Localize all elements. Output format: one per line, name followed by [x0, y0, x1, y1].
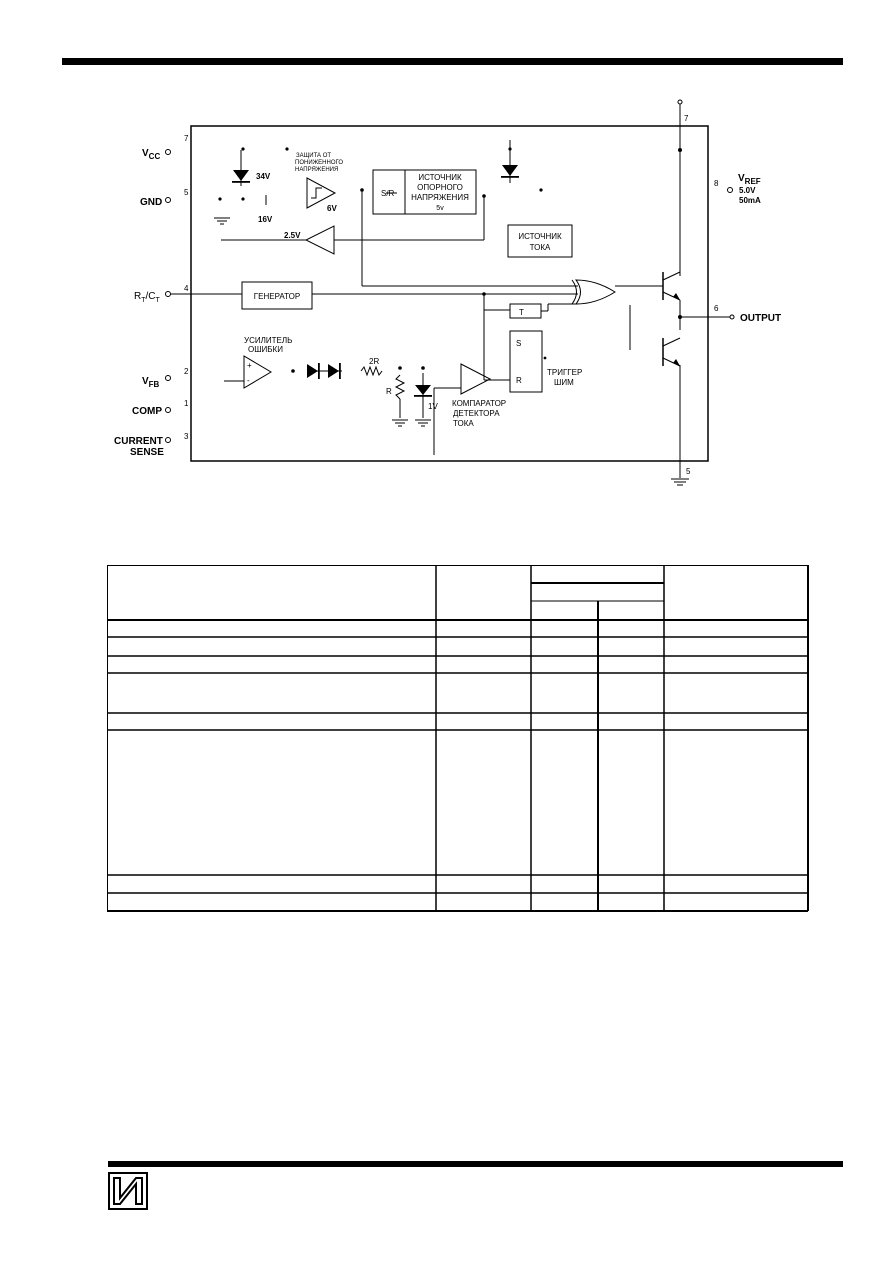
- zener-1v-label: 1V: [428, 402, 438, 411]
- top-rule: [62, 58, 843, 65]
- comp-line-1: КОМПАРАТОР: [452, 399, 506, 408]
- ref-sr-label: S/R: [381, 189, 395, 198]
- comp-line-2: ДЕТЕКТОРА: [453, 409, 500, 418]
- toggle-flipflop: [509, 303, 542, 319]
- ref-line-1: ИСТОЧНИК: [418, 173, 462, 182]
- toggle-label: T: [519, 308, 524, 317]
- error-amplifier: [243, 355, 272, 389]
- ea-minus: -: [247, 376, 250, 385]
- latch-r: R: [516, 376, 522, 385]
- zener-16v-label: 16V: [258, 215, 273, 224]
- uvlo-line-1: ЗАЩИТА ОТ: [296, 153, 331, 159]
- rtct-label: RT/CT: [134, 291, 161, 304]
- vcc-label: VCC: [142, 148, 160, 161]
- current-comparator: [460, 363, 492, 395]
- uvlo-comparator: [306, 177, 337, 209]
- zener-34v-label: 34V: [256, 172, 271, 181]
- vcc-top-terminal: [677, 99, 683, 105]
- sense-label: SENSE: [130, 447, 164, 458]
- buffer-2v5: [304, 225, 335, 255]
- latch-line-2: ШИМ: [554, 378, 574, 387]
- ea-plus: +: [247, 361, 252, 370]
- pin7-top-number: 7: [684, 114, 689, 123]
- spec-table: [107, 565, 809, 912]
- ref-line-4: 5v: [436, 205, 444, 212]
- latch-line-1: ТРИГГЕР: [547, 368, 582, 377]
- comp-line-3: ТОКА: [453, 419, 474, 428]
- resistor-2r-label: 2R: [369, 357, 379, 366]
- bottom-rule: [108, 1161, 843, 1167]
- uvlo-line-3: НАПРЯЖЕНИЯ: [295, 167, 338, 173]
- reference-block: [372, 169, 477, 215]
- ea-line-1: УСИЛИТЕЛЬ: [244, 336, 292, 345]
- pin6-number: 6: [714, 304, 719, 313]
- current-label: CURRENT: [114, 436, 163, 447]
- current-source-block: [507, 224, 573, 258]
- vref-label: VREF: [738, 173, 761, 186]
- ref-line-2: ОПОРНОГО: [417, 183, 463, 192]
- cur-src-line-2: ТОКА: [530, 243, 551, 252]
- oscillator-label: ГЕНЕРАТОР: [254, 292, 300, 301]
- comp-label: COMP: [132, 406, 162, 417]
- pin1-number: 1: [184, 399, 189, 408]
- uvlo-line-2: ПОНИЖЕННОГО: [295, 160, 343, 166]
- company-logo: [108, 1172, 148, 1210]
- pin5-bottom-number: 5: [686, 467, 691, 476]
- v25-label: 2.5V: [284, 231, 301, 240]
- output-label: OUTPUT: [740, 313, 781, 324]
- vref-current: 50mA: [739, 196, 761, 205]
- gnd-label: GND: [140, 197, 162, 208]
- pin7-number: 7: [184, 134, 189, 143]
- pin3-number: 3: [184, 432, 189, 441]
- vfb-label: VFB: [142, 376, 160, 389]
- latch-s: S: [516, 339, 521, 348]
- or-gate: [575, 279, 616, 305]
- pin2-number: 2: [184, 367, 189, 376]
- pin4-number: 4: [184, 284, 189, 293]
- resistor-r-label: R: [386, 387, 392, 396]
- oscillator-block: [241, 281, 313, 310]
- pin8-number: 8: [714, 179, 719, 188]
- uvlo-6v-label: 6V: [327, 204, 337, 213]
- pin5-number: 5: [184, 188, 189, 197]
- pwm-latch: [509, 330, 543, 393]
- ea-line-2: ОШИБКИ: [248, 345, 283, 354]
- ref-line-3: НАПРЯЖЕНИЯ: [411, 193, 469, 202]
- cur-src-line-1: ИСТОЧНИК: [518, 232, 562, 241]
- vref-voltage: 5.0V: [739, 186, 756, 195]
